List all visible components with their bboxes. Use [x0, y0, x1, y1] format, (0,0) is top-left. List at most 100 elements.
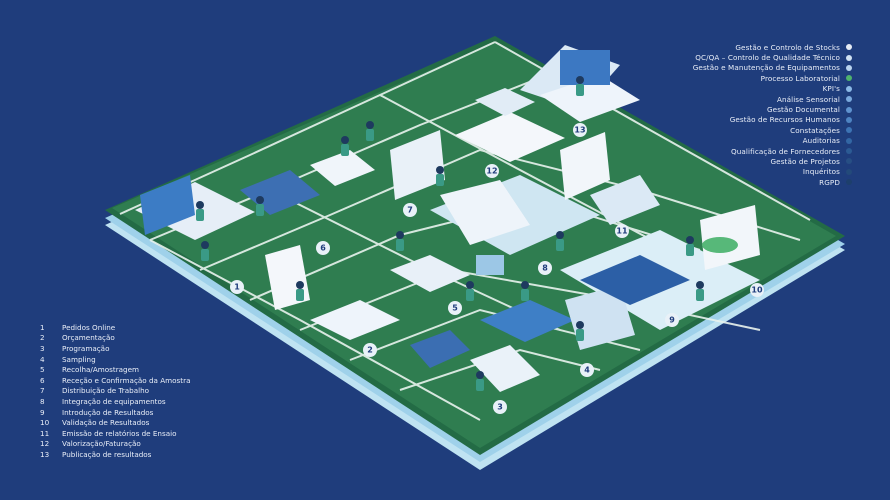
- svg-text:8: 8: [542, 264, 548, 273]
- module-legend-item: Constatações: [612, 125, 852, 135]
- module-dot-icon: [846, 168, 852, 175]
- step-label: Emissão de relatórios de Ensaio: [62, 428, 177, 438]
- svg-text:7: 7: [407, 206, 413, 215]
- module-label: RGPD: [819, 177, 840, 187]
- module-dot-icon: [846, 96, 852, 103]
- step-label: Orçamentação: [62, 333, 115, 343]
- module-dot-icon: [846, 127, 852, 134]
- station-badge-9: 9: [665, 313, 679, 327]
- module-label: Gestão Documental: [767, 105, 840, 115]
- step-label: Recolha/Amostragem: [62, 365, 140, 375]
- svg-text:6: 6: [320, 244, 326, 253]
- module-dot-icon: [846, 148, 852, 155]
- svg-text:1: 1: [234, 283, 240, 292]
- step-label: Integração de equipamentos: [62, 396, 166, 406]
- station-badge-11: 11: [615, 224, 629, 238]
- module-legend-item: Gestão e Controlo de Stocks: [612, 42, 852, 52]
- svg-text:13: 13: [574, 126, 585, 135]
- module-label: QC/QA – Controlo de Qualidade Técnico: [695, 53, 840, 63]
- module-label: KPI's: [822, 84, 840, 94]
- module-label: Gestão de Projetos: [770, 156, 840, 166]
- step-number: 12: [40, 439, 50, 449]
- station-badge-13: 13: [573, 123, 587, 137]
- step-legend-item: 9 Introdução de Resultados: [40, 407, 280, 418]
- station-badge-4: 4: [580, 363, 594, 377]
- module-label: Análise Sensorial: [776, 94, 840, 104]
- step-legend-item: 13 Publicação de resultados: [40, 449, 280, 460]
- step-number: 8: [40, 396, 45, 406]
- station-badge-3: 3: [493, 400, 507, 414]
- module-dot-icon: [846, 64, 852, 71]
- svg-text:9: 9: [669, 316, 675, 325]
- step-number: 2: [40, 333, 45, 343]
- module-label: Processo Laboratorial: [760, 73, 840, 83]
- module-legend-item: Análise Sensorial: [612, 94, 852, 104]
- station-badge-2: 2: [363, 343, 377, 357]
- station-badge-12: 12: [485, 164, 499, 178]
- step-label: Publicação de resultados: [62, 449, 152, 459]
- step-number: 10: [40, 418, 50, 428]
- module-dot-icon: [846, 54, 852, 61]
- module-dot-icon: [846, 85, 852, 92]
- step-legend-item: 8 Integração de equipamentos: [40, 396, 280, 407]
- svg-text:4: 4: [584, 366, 590, 375]
- people: [196, 76, 704, 391]
- step-number: 1: [40, 322, 45, 332]
- module-label: Constatações: [790, 125, 840, 135]
- station-blocks: [135, 45, 760, 392]
- module-dot-icon: [846, 75, 852, 82]
- svg-text:11: 11: [616, 227, 628, 236]
- station-badge-10: 10: [750, 283, 764, 297]
- step-label: Pedidos Online: [62, 322, 116, 332]
- module-legend-item: Gestão de Recursos Humanos: [612, 115, 852, 125]
- module-label: Qualificação de Fornecedores: [731, 146, 840, 156]
- module-legend-item: Auditorias: [612, 136, 852, 146]
- module-legend-item: Inquéritos: [612, 167, 852, 177]
- step-label: Programação: [62, 343, 110, 353]
- station-badge-6: 6: [316, 241, 330, 255]
- module-label: Gestão de Recursos Humanos: [729, 115, 840, 125]
- svg-text:10: 10: [751, 286, 763, 295]
- svg-text:5: 5: [452, 304, 458, 313]
- step-label: Introdução de Resultados: [62, 407, 154, 417]
- module-legend-item: KPI's: [612, 84, 852, 94]
- step-number: 13: [40, 449, 50, 459]
- step-legend-item: 1 Pedidos Online: [40, 322, 280, 333]
- svg-text:3: 3: [497, 403, 503, 412]
- step-number: 5: [40, 365, 45, 375]
- step-number: 6: [40, 375, 45, 385]
- station-badge-5: 5: [448, 301, 462, 315]
- step-label: Valorização/Faturação: [62, 439, 141, 449]
- step-number: 7: [40, 386, 45, 396]
- step-legend-item: 5 Recolha/Amostragem: [40, 364, 280, 375]
- module-legend-item: Gestão de Projetos: [612, 156, 852, 166]
- module-legend-item: Processo Laboratorial: [612, 73, 852, 83]
- step-number: 9: [40, 407, 45, 417]
- step-legend-item: 2 Orçamentação: [40, 333, 280, 344]
- step-legend-item: 11 Emissão de relatórios de Ensaio: [40, 428, 280, 439]
- step-number: 11: [40, 428, 50, 438]
- station-badge-7: 7: [403, 203, 417, 217]
- module-dot-icon: [846, 116, 852, 123]
- station-badges: 1 2 3 4 5 6 7 8 9 10 11 12 13: [230, 123, 764, 414]
- step-number: 4: [40, 354, 45, 364]
- module-label: Inquéritos: [802, 167, 840, 177]
- step-label: Sampling: [62, 354, 96, 364]
- module-dot-icon: [846, 179, 852, 186]
- module-legend-item: QC/QA – Controlo de Qualidade Técnico: [612, 52, 852, 62]
- module-label: Gestão e Controlo de Stocks: [735, 42, 840, 52]
- step-legend-item: 12 Valorização/Faturação: [40, 439, 280, 450]
- module-dot-icon: [846, 137, 852, 144]
- module-dot-icon: [846, 158, 852, 165]
- station-badge-8: 8: [538, 261, 552, 275]
- svg-text:12: 12: [486, 167, 497, 176]
- module-label: Auditorias: [802, 136, 840, 146]
- module-legend-item: RGPD: [612, 177, 852, 187]
- step-label: Receção e Confirmação da Amostra: [62, 375, 191, 385]
- module-legend-item: Gestão Documental: [612, 104, 852, 114]
